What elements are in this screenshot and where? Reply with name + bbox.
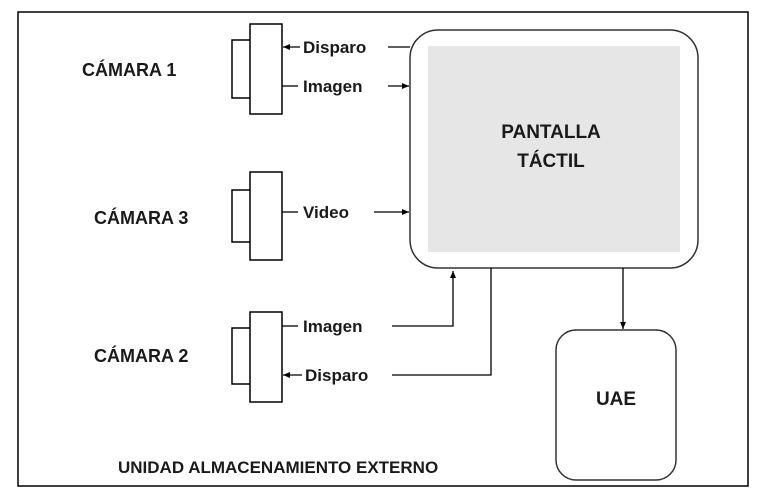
touch-screen-display [428, 46, 680, 252]
camera-3: CÁMARA 3 Video [94, 171, 409, 261]
camera-3-body [249, 171, 283, 261]
diagram-frame [17, 11, 749, 487]
storage-unit-label: UAE [596, 389, 636, 410]
cam2-trigger-label: Disparo [305, 366, 368, 385]
storage-caption: UNIDAD ALMACENAMIENTO EXTERNO [118, 458, 438, 477]
camera-1-body [249, 23, 283, 115]
camera-2-label: CÁMARA 2 [94, 345, 188, 366]
camera-2-lens [231, 327, 253, 385]
cam1-trigger-label: Disparo [303, 38, 366, 57]
cam2-image-label: Imagen [303, 317, 363, 336]
camera-1: CÁMARA 1 Disparo Imagen [82, 23, 410, 115]
camera-1-lens [231, 39, 253, 99]
cam3-video-label: Video [303, 203, 349, 222]
camera-3-lens [231, 189, 253, 243]
cam2-image-arrow [392, 271, 456, 327]
cam2-trigger-line [392, 268, 492, 376]
camera-1-label: CÁMARA 1 [82, 59, 176, 80]
camera-2-body [249, 311, 283, 403]
camera-3-label: CÁMARA 3 [94, 207, 188, 228]
touch-screen-title-1: PANTALLA [501, 122, 601, 143]
touch-screen: PANTALLA TÁCTIL [409, 29, 699, 269]
cam1-image-label: Imagen [303, 77, 363, 96]
storage-unit: UAE [555, 329, 677, 481]
camera-2: CÁMARA 2 Imagen Disparo [94, 268, 492, 403]
touch-screen-title-2: TÁCTIL [517, 150, 585, 172]
storage-unit-box [555, 329, 677, 481]
